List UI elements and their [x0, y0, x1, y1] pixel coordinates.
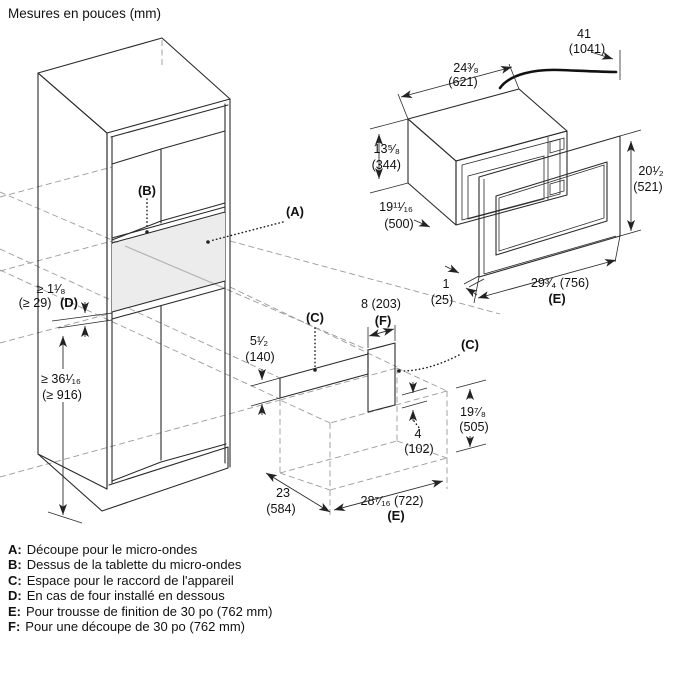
label-c-right: (C): [461, 337, 479, 352]
dim-oven-width-in: 24³⁄₈: [453, 61, 479, 75]
label-e-box: (E): [387, 508, 404, 523]
dim-gap-in: 4: [414, 427, 421, 441]
label-e-frame: (E): [548, 291, 565, 306]
cutout-section-drawing: 8 (203) (F) (C) (C) 5¹⁄₂ (140) 4 (102) 1: [245, 297, 488, 523]
dim-cutout-depth-mm: (505): [459, 420, 488, 434]
dim-oven-depth-in: 19¹¹⁄₁₆: [379, 200, 413, 214]
microwave-dimensions: 24³⁄₈ (621) 41 (1041) 13⁵⁄₈ (344) 19¹¹⁄₁…: [369, 27, 664, 307]
dim-frame-width-in: 29³⁄₄ (756): [531, 276, 589, 290]
dim-box-depth-mm: (584): [266, 502, 295, 516]
dim-frame-height-in: 20¹⁄₂: [638, 164, 663, 178]
legend: A:Découpe pour le micro-ondes B:Dessus d…: [8, 542, 272, 634]
dim-shelf-min-in: ≥ 1¹⁄₈: [37, 282, 66, 296]
legend-item-d: D:En cas de four installé en dessous: [8, 588, 225, 604]
dim-clearance-mm: (≥ 916): [42, 388, 82, 402]
dim-cutout-width-in: 8 (203): [361, 297, 401, 311]
dim-cutout-depth-in: 19⁷⁄₈: [460, 405, 486, 419]
dim-oven-depth-mm: (500): [384, 217, 413, 231]
dim-clearance-in: ≥ 36¹⁄₁₆: [41, 372, 81, 386]
dim-box-depth-in: 23: [276, 486, 290, 500]
dim-cord-mm: (1041): [569, 42, 605, 56]
label-b: (B): [138, 183, 156, 198]
legend-item-a: A:Découpe pour le micro-ondes: [8, 542, 198, 557]
cutout-shaded-area: [112, 213, 225, 312]
legend-item-b: B:Dessus de la tablette du micro-ondes: [8, 557, 242, 573]
dim-gap-mm: (102): [404, 442, 433, 456]
trim-frame-drawing: [478, 135, 621, 278]
legend-item-e: E:Pour trousse de finition de 30 po (762…: [8, 603, 273, 619]
dim-frame-lip-mm: (25): [431, 293, 453, 307]
legend-item-f: F:Pour une découpe de 30 po (762 mm): [8, 619, 245, 635]
label-d: (D): [60, 295, 78, 310]
dim-shelf-min-mm: (≥ 29): [19, 296, 52, 310]
dim-oven-height-in: 13⁵⁄₈: [373, 142, 400, 156]
label-f: (F): [375, 313, 392, 328]
dim-shelf-thickness-mm: (140): [245, 350, 274, 364]
dim-cord-in: 41: [577, 27, 591, 41]
label-c-left: (C): [306, 310, 324, 325]
microwave-drawing: [407, 68, 618, 226]
cabinet-dimensions: ≥ 1¹⁄₈ (≥ 29) (D) ≥ 36¹⁄₁₆ (≥ 916) (B) (…: [19, 183, 304, 524]
legend-item-c: C:Espace pour le raccord de l'appareil: [8, 572, 234, 588]
dim-frame-lip-in: 1: [442, 277, 449, 291]
dim-oven-height-mm: (344): [372, 158, 401, 172]
page-title: Mesures en pouces (mm): [8, 6, 162, 21]
dim-oven-width-mm: (621): [448, 75, 477, 89]
cabinet-drawing: [37, 37, 231, 512]
cutout-block: [367, 342, 396, 413]
label-a: (A): [286, 204, 304, 219]
dim-box-width-in: 28⁷⁄₁₆ (722): [361, 494, 424, 508]
dim-shelf-thickness-in: 5¹⁄₂: [250, 334, 268, 348]
dim-frame-height-mm: (521): [633, 180, 662, 194]
connection-space-strip: [279, 353, 369, 399]
